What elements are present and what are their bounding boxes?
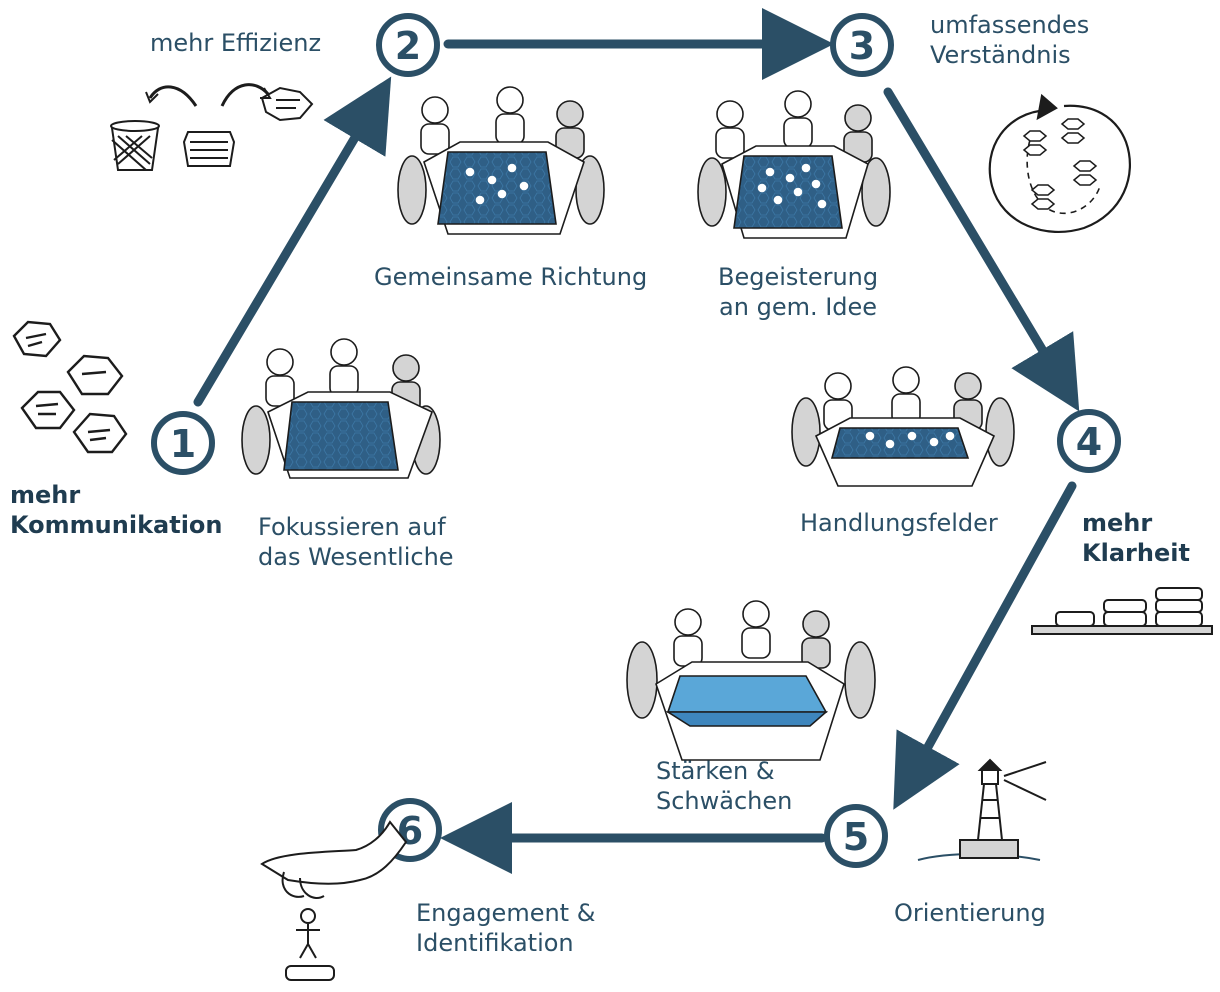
benefit-effizienz-label: mehr Effizienz xyxy=(150,28,321,58)
step-3-label-line-2: an gem. Idee xyxy=(719,293,878,321)
step-circle-3: 3 xyxy=(830,13,894,77)
arrow-4-to-5 xyxy=(893,481,1077,810)
stacked-bars-icon xyxy=(1031,587,1213,635)
step-3-label: Begeisterung an gem. Idee xyxy=(718,262,878,322)
step-5-label: Stärken & Schwächen xyxy=(656,756,792,816)
cycle-hexagons-icon xyxy=(988,93,1131,233)
step-circle-2: 2 xyxy=(376,13,440,77)
benefit-kommunikation-label: mehr Kommunikation xyxy=(10,480,223,540)
table-scene-5-illustration xyxy=(626,600,876,761)
step-6-label-line-1: Engagement & xyxy=(416,899,596,927)
benefit-effizienz-line-1: mehr Effizienz xyxy=(150,29,322,57)
hand-figure-icon xyxy=(260,820,408,981)
step-6-label-line-2: Identifikation xyxy=(416,929,574,957)
hexagon-notes-icon xyxy=(12,320,128,454)
table-scene-1-illustration xyxy=(241,338,441,479)
step-number-2: 2 xyxy=(395,24,421,68)
step-3-label-line-1: Begeisterung xyxy=(718,263,879,291)
benefit-orientierung-label: Orientierung xyxy=(894,898,1046,928)
benefit-klarheit-line-2: Klarheit xyxy=(1082,539,1190,567)
step-5-label-line-1: Stärken & xyxy=(656,757,775,785)
arrow-3-to-4 xyxy=(883,87,1080,412)
step-number-1: 1 xyxy=(170,422,196,466)
table-scene-3-illustration xyxy=(697,90,891,239)
step-number-3: 3 xyxy=(849,24,875,68)
step-1-label-line-2: das Wesentliche xyxy=(258,543,454,571)
table-scene-4-illustration xyxy=(791,366,1015,487)
benefit-kommunikation-line-1: mehr xyxy=(10,481,81,509)
step-number-4: 4 xyxy=(1076,420,1102,464)
step-2-label: Gemeinsame Richtung xyxy=(374,262,647,292)
connector-arrows xyxy=(193,8,1080,874)
step-circle-5: 5 xyxy=(824,804,888,868)
arrow-1-to-2 xyxy=(193,76,392,407)
step-1-label: Fokussieren auf das Wesentliche xyxy=(258,512,454,572)
benefit-klarheit-line-1: mehr xyxy=(1082,509,1153,537)
benefit-kommunikation-line-2: Kommunikation xyxy=(10,511,223,539)
benefit-klarheit-label: mehr Klarheit xyxy=(1082,508,1190,568)
step-4-label: Handlungsfelder xyxy=(800,508,998,538)
benefit-verstaendnis-line-1: umfassendes xyxy=(930,11,1090,39)
step-6-label: Engagement & Identifikation xyxy=(416,898,595,958)
step-number-5: 5 xyxy=(843,815,869,859)
step-4-label-line-1: Handlungsfelder xyxy=(800,509,998,537)
table-scene-2-illustration xyxy=(397,86,605,235)
step-circle-1: 1 xyxy=(151,411,215,475)
lighthouse-icon xyxy=(917,758,1047,861)
benefit-orientierung-line-1: Orientierung xyxy=(894,899,1046,927)
benefit-verstaendnis-label: umfassendes Verständnis xyxy=(930,10,1089,70)
step-5-label-line-2: Schwächen xyxy=(656,787,793,815)
step-circle-4: 4 xyxy=(1057,409,1121,473)
step-1-label-line-1: Fokussieren auf xyxy=(258,513,446,541)
benefit-verstaendnis-line-2: Verständnis xyxy=(930,41,1071,69)
step-2-label-line-1: Gemeinsame Richtung xyxy=(374,263,648,291)
recycle-sort-icon xyxy=(110,83,314,171)
